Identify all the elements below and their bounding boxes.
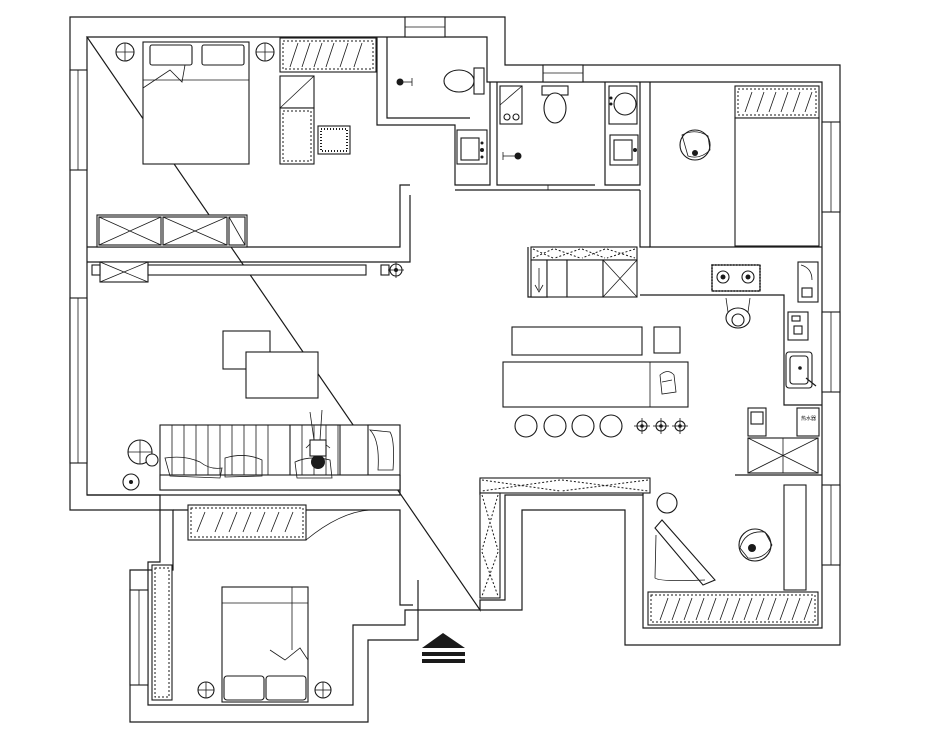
lamp-icon <box>115 42 135 62</box>
upper-cabinets <box>530 246 638 298</box>
living-room <box>91 261 404 491</box>
double-bed-icon <box>142 41 250 165</box>
vanity <box>499 85 523 125</box>
stove-icon <box>711 264 761 292</box>
dining-table <box>511 326 643 356</box>
oven-icon <box>787 311 809 341</box>
wardrobe <box>647 591 819 626</box>
built-in-cabinet <box>96 214 248 248</box>
lamp-icon <box>197 681 215 699</box>
desk <box>279 75 315 165</box>
tv-cabinet <box>91 261 390 283</box>
rug <box>317 125 351 155</box>
kitchen-island <box>502 361 689 408</box>
lamp-icon <box>314 681 332 699</box>
bedroom-top-right <box>679 85 820 247</box>
master-bedroom <box>96 37 377 248</box>
l-cabinet <box>479 477 651 599</box>
lamp-icon <box>127 439 159 467</box>
wardrobe <box>279 37 377 73</box>
person-figure <box>305 409 331 469</box>
side-table <box>122 473 140 491</box>
water-heater: 热水器 <box>747 407 820 437</box>
washing-machine-icon <box>608 85 638 125</box>
kettle-icon <box>659 371 677 395</box>
side-panel <box>783 484 807 591</box>
chair-icon <box>679 129 711 161</box>
toilet-icon <box>541 85 569 124</box>
shower-icon <box>396 78 413 86</box>
bar-stools <box>514 414 623 438</box>
double-bed-icon <box>221 586 309 703</box>
stool <box>653 326 681 354</box>
sofa <box>159 424 401 491</box>
kitchen: 热水器 <box>530 246 820 474</box>
refrigerator-icon <box>797 261 819 303</box>
sink-icon <box>456 129 488 165</box>
lounge-chair-icon <box>654 492 716 586</box>
cook-figure <box>725 297 751 329</box>
lamp-icon <box>255 42 275 62</box>
windows <box>69 16 841 686</box>
entrance-arrow-icon <box>422 633 465 663</box>
study-room <box>479 477 819 626</box>
sink-icon <box>609 134 639 166</box>
coffee-table <box>222 330 319 399</box>
bathroom-2 <box>499 85 639 166</box>
plant-icon <box>388 262 404 278</box>
toilet-icon <box>443 67 485 95</box>
bathroom-1 <box>396 67 488 165</box>
pendant-lights <box>634 418 688 434</box>
bedroom-bottom-left <box>151 504 371 703</box>
side-wardrobe <box>151 564 173 701</box>
sink-icon <box>785 351 817 389</box>
wardrobe <box>734 85 820 247</box>
lower-cabinet <box>747 437 819 474</box>
shower-icon <box>502 152 522 160</box>
chair-icon <box>738 528 773 562</box>
water-heater-label: 热水器 <box>801 415 816 422</box>
wardrobe <box>187 504 371 541</box>
dining-area <box>502 326 689 438</box>
